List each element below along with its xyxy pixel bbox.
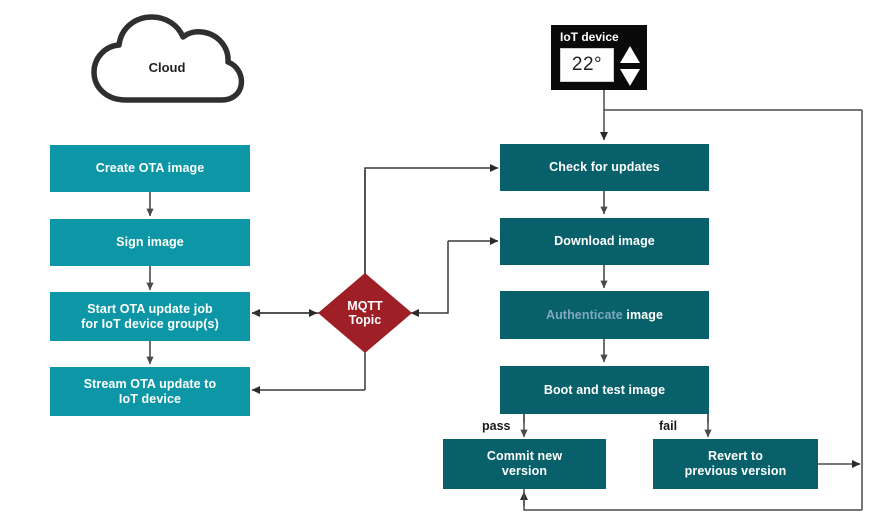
node-revert-previous-version[interactable]: Revert to previous version <box>653 439 818 489</box>
node-label-line2: for IoT device group(s) <box>81 316 219 331</box>
cloud-shape: Cloud <box>88 14 246 106</box>
node-label: Download image <box>554 234 655 248</box>
iot-device-reading: 22° <box>560 48 614 82</box>
triangle-down-icon <box>620 69 640 86</box>
diamond-shape <box>318 273 412 353</box>
node-label-line2: version <box>501 464 548 478</box>
node-stream-ota-update[interactable]: Stream OTA update to IoT device <box>50 367 250 416</box>
node-label-part1: Authenticate <box>545 307 623 322</box>
node-download-image[interactable]: Download image <box>500 218 709 265</box>
node-label-line2: IoT device <box>118 391 182 406</box>
node-label: Sign image <box>116 235 184 249</box>
wire-download-to-broker <box>410 241 449 318</box>
wire-return-bus-top <box>599 109 862 141</box>
node-authenticate-image[interactable]: Authenticate image <box>500 291 709 339</box>
mqtt-label-line2: Topic <box>348 313 382 327</box>
iot-device-widget: IoT device 22° <box>551 25 647 90</box>
node-label-line1: Commit new <box>486 449 563 463</box>
edge-label-pass: pass <box>482 419 511 433</box>
node-label-line2: previous version <box>684 464 787 478</box>
node-start-ota-update-job[interactable]: Start OTA update job for IoT device grou… <box>50 292 250 341</box>
node-mqtt-topic[interactable]: MQTT Topic <box>317 272 413 354</box>
edge-label-fail: fail <box>659 419 678 433</box>
node-label: Create OTA image <box>95 161 205 175</box>
node-label: Check for updates <box>549 160 660 174</box>
node-label-part2: image <box>626 307 664 322</box>
wire-broker-to-check <box>364 163 499 288</box>
triangle-up-icon <box>620 46 640 63</box>
node-label-line1: Start OTA update job <box>87 301 213 316</box>
node-commit-new-version[interactable]: Commit new version <box>443 439 606 489</box>
node-create-ota-image[interactable]: Create OTA image <box>50 145 250 192</box>
cloud-icon <box>91 14 245 103</box>
node-check-for-updates[interactable]: Check for updates <box>500 144 709 191</box>
cloud-label: Cloud <box>148 59 186 75</box>
node-label-line1: Stream OTA update to <box>83 376 217 391</box>
wire-bottom-bus-to-commit <box>519 491 862 511</box>
iot-device-stepper[interactable] <box>619 45 641 92</box>
iot-device-title: IoT device <box>560 30 619 44</box>
node-boot-and-test-image[interactable]: Boot and test image <box>500 366 709 414</box>
node-label: Boot and test image <box>543 382 666 397</box>
node-sign-image[interactable]: Sign image <box>50 219 250 266</box>
mqtt-label-line1: MQTT <box>347 299 383 313</box>
node-label-line1: Revert to <box>707 449 764 463</box>
